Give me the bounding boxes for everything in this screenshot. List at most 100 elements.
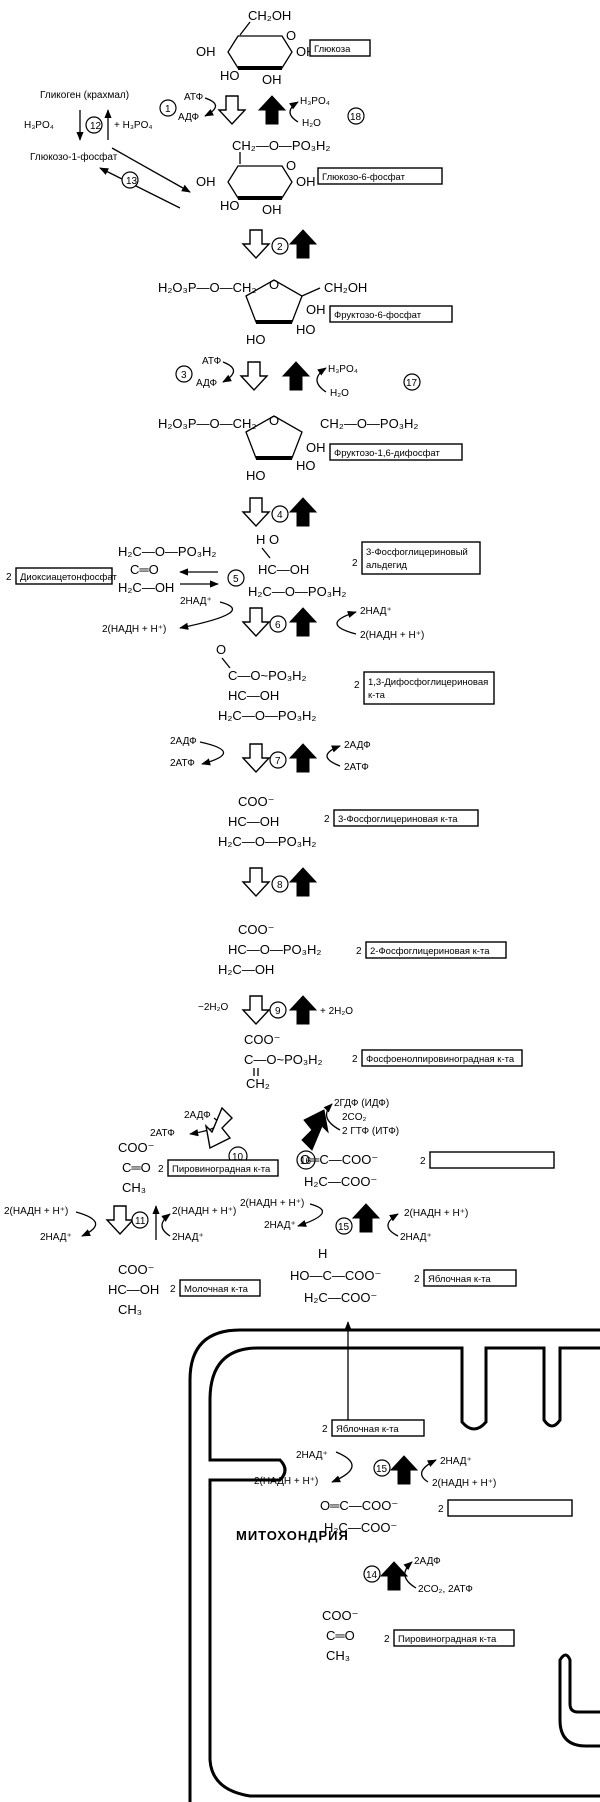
step-10-num: 10: [232, 1152, 244, 1163]
malate-label: Яблочная к-та: [428, 1274, 491, 1285]
step-7: 2АДФ 2АТФ 7 2АДФ 2АТФ: [170, 736, 371, 774]
oaa-line1: O═C—COO⁻: [300, 1152, 378, 1167]
step-7-num: 7: [275, 756, 281, 767]
g3p-line1: H O: [256, 532, 279, 547]
fdp-ring-o: O: [269, 413, 279, 428]
dpga-label-2: к-та: [368, 690, 386, 701]
g6p-ring-o: O: [286, 158, 296, 173]
malate-m-label: Яблочная к-та: [336, 1424, 399, 1435]
glycogen-branch: Гликоген (крахмал) H₃PO₄ 12 + H₃PO₄ Глюк…: [24, 90, 191, 209]
step11-nad: 2НАД⁺: [40, 1232, 72, 1243]
fdp-structure: H₂O₃P—O—CH₂ CH₂—O—PO₃H₂ O OH HO HO Фрукт…: [158, 413, 463, 483]
glucose-oh-bottom: OH: [262, 72, 282, 87]
pga2-line2: HC—O—PO₃H₂: [228, 942, 321, 957]
oaa-line2: H₂C—COO⁻: [304, 1174, 377, 1189]
lactate-label: Молочная к-та: [184, 1284, 249, 1295]
dhap-line2: C═O: [130, 562, 159, 577]
step15m-nadh: 2(НАДН + H⁺): [254, 1476, 318, 1487]
f6p-ch2oh: CH₂OH: [324, 280, 367, 295]
step14-co2-atp: 2CO₂, 2АТФ: [418, 1584, 473, 1595]
fdp-label: Фруктозо-1,6-дифосфат: [334, 448, 440, 459]
dhap-line1: H₂C—O—PO₃H₂: [118, 544, 216, 559]
pga2-label: 2-Фосфоглицериновая к-та: [370, 946, 490, 957]
step-18: 18: [350, 112, 362, 123]
pyr-m-line3: CH₃: [326, 1648, 350, 1663]
pyr-m-two: 2: [384, 1634, 390, 1645]
step-2: 2: [241, 229, 318, 260]
step3-atp: АТФ: [202, 356, 222, 367]
g6p-top: CH₂—O—PO₃H₂: [232, 138, 330, 153]
g6p-oh-left: OH: [196, 174, 216, 189]
oaa-m-line1: O═C—COO⁻: [320, 1498, 398, 1513]
dpga-line1: C—O~PO₃H₂: [228, 668, 307, 683]
step9-plus-h2o: + 2H₂O: [320, 1006, 353, 1017]
g6p-oh-bottom: OH: [262, 202, 282, 217]
glucose-oh-left: OH: [196, 44, 216, 59]
pyr-two: 2: [158, 1164, 164, 1175]
lac-two: 2: [170, 1284, 176, 1295]
step-9-num: 9: [275, 1006, 281, 1017]
lactate-structure: COO⁻ HC—OH CH₃ 2 Молочная к-та: [108, 1262, 261, 1317]
step7-rev-adp: 2АДФ: [344, 740, 371, 751]
g6p-label: Глюкозо-6-фосфат: [322, 172, 406, 183]
fdp-ho-bottom: HO: [246, 468, 266, 483]
pep-two: 2: [352, 1054, 358, 1065]
lac-line2: HC—OH: [108, 1282, 159, 1297]
step-15-cytosol: 2(НАДН + H⁺) 2НАД⁺ 15 2(НАДН + H⁺) 2НАД⁺: [240, 1198, 468, 1243]
mal-line2: H₂C—COO⁻: [304, 1290, 377, 1305]
f6p-ring-o: O: [269, 277, 279, 292]
pga3-line2: HC—OH: [228, 814, 279, 829]
glucose-structure: CH₂OH O OH OH HO OH Глюкоза: [196, 8, 371, 87]
pga3-label: 3-Фосфоглицериновая к-та: [338, 814, 458, 825]
step16-co2: 2CO₂: [342, 1112, 367, 1123]
pyr-m-line1: COO⁻: [322, 1608, 358, 1623]
pyr-m-line2: C═O: [326, 1628, 355, 1643]
step1-adp: АДФ: [178, 112, 200, 123]
step-15b-num: 15: [376, 1464, 388, 1475]
step-11-num: 11: [135, 1216, 146, 1227]
step10-atp: 2АТФ: [150, 1128, 175, 1139]
step-1-18: 1 АТФ АДФ H₃PO₄ H₂O 18: [159, 92, 365, 129]
step-2-num: 2: [277, 242, 283, 253]
step6-rev-nad: 2НАД⁺: [360, 606, 392, 617]
step-12: 12: [90, 121, 102, 132]
step1-atp: АТФ: [184, 92, 204, 103]
pyr-m-label: Пировиноградная к-та: [398, 1634, 497, 1645]
g3p-line2: HC—OH: [258, 562, 309, 577]
step18-h3po4: H₃PO₄: [300, 96, 330, 107]
malate-two: 2: [414, 1274, 420, 1285]
step-4: 4: [241, 497, 318, 528]
step-16-num: 16: [300, 1156, 312, 1167]
lac-line1: COO⁻: [118, 1262, 154, 1277]
pga3-structure: COO⁻ HC—OH H₂C—O—PO₃H₂ 2 3-Фосфоглицерин…: [218, 794, 479, 849]
step6-rev-nadh: 2(НАДН + H⁺): [360, 630, 424, 641]
step-6-num: 6: [275, 620, 281, 631]
g6p-ho: HO: [220, 198, 240, 213]
g3p-label-1: 3-Фосфоглицериновый: [366, 547, 468, 558]
step-6: 2НАД⁺ 2(НАДН + H⁺) 6 2НАД⁺ 2(НАДН + H⁺): [102, 596, 424, 641]
step15c-rev-nad: 2НАД⁺: [400, 1232, 432, 1243]
step7-rev-atp: 2АТФ: [344, 762, 369, 773]
step15m-rev-nad: 2НАД⁺: [440, 1456, 472, 1467]
pep-line1: COO⁻: [244, 1032, 280, 1047]
pyr-line2: C═O: [122, 1160, 151, 1175]
oaa-cytosol-structure: O═C—COO⁻ H₂C—COO⁻ 2: [300, 1151, 555, 1189]
pep-line3: CH₂: [246, 1076, 270, 1091]
dhap-two: 2: [6, 572, 12, 583]
pga3-line3: H₂C—O—PO₃H₂: [218, 834, 316, 849]
step17-h2o: H₂O: [330, 388, 349, 399]
pyr-line3: CH₃: [122, 1180, 146, 1195]
f6p-oh: OH: [306, 302, 326, 317]
step-4-num: 4: [277, 510, 283, 521]
f6p-left: H₂O₃P—O—CH₂: [158, 280, 256, 295]
step17-h3po4: H₃PO₄: [328, 364, 358, 375]
pyruvate-structure: COO⁻ C═O CH₃ 2 Пировиноградная к-та: [118, 1140, 279, 1195]
f6p-structure: H₂O₃P—O—CH₂ CH₂OH O OH HO HO Фруктозо-6-…: [158, 277, 453, 347]
step-16: 16 2ГДФ (ИДФ) 2CO₂ 2 ГТФ (ИТФ): [296, 1098, 399, 1170]
step3-adp: АДФ: [196, 378, 218, 389]
g3p-label-2: альдегид: [366, 560, 407, 571]
dpga-two: 2: [354, 680, 360, 691]
step11-nadh: 2(НАДН + H⁺): [4, 1206, 68, 1217]
dhap-line3: H₂C—OH: [118, 580, 174, 595]
